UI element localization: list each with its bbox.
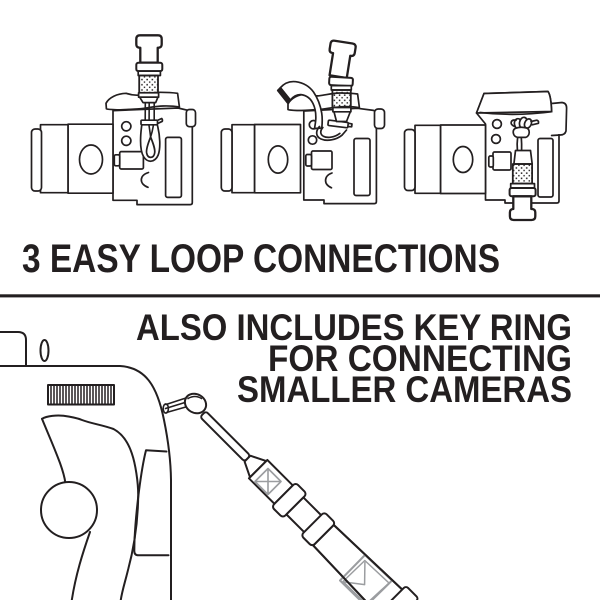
svg-text:3 EASY LOOP CONNECTIONS: 3 EASY LOOP CONNECTIONS	[22, 237, 500, 281]
svg-text:ALSO INCLUDES KEY RING: ALSO INCLUDES KEY RING	[136, 306, 572, 348]
svg-text:SMALLER CAMERAS: SMALLER CAMERAS	[237, 368, 572, 410]
svg-text:FOR CONNECTING: FOR CONNECTING	[268, 337, 572, 379]
